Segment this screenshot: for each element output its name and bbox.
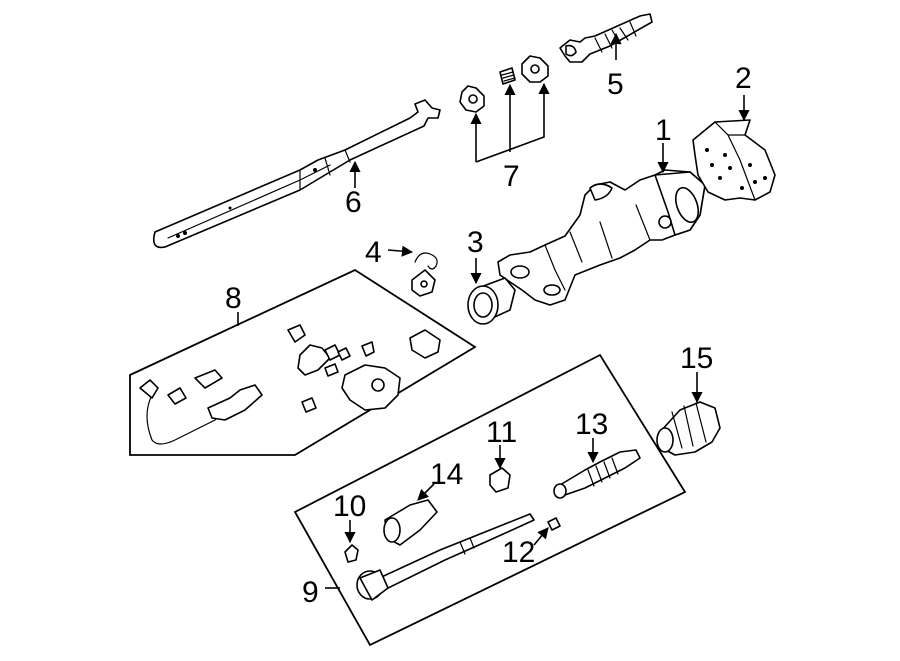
part-6-intermediate-shaft	[152, 99, 441, 249]
callout-labels: 1 2 3 4 5 6 7 8 9 10 11 12 13 14 15	[225, 62, 752, 609]
part-7-bearing-set	[459, 55, 549, 113]
callout-14: 14	[430, 458, 463, 491]
callout-11: 11	[486, 416, 517, 449]
callout-12: 12	[502, 536, 535, 569]
part-3-bushing	[467, 277, 516, 325]
part-1-column-housing	[497, 169, 706, 306]
callout-9: 9	[302, 576, 319, 609]
callout-10: 10	[333, 490, 366, 523]
callout-8: 8	[225, 282, 242, 315]
part-5-upper-shaft	[559, 13, 653, 63]
callout-4: 4	[365, 236, 382, 269]
callout-1: 1	[655, 114, 672, 147]
callout-5: 5	[607, 68, 624, 101]
callout-15: 15	[680, 342, 713, 375]
part-15-dust-boot	[656, 401, 721, 456]
callout-3: 3	[467, 226, 484, 259]
callout-6: 6	[345, 186, 362, 219]
part-2-mounting-bracket	[692, 119, 776, 201]
callout-2: 2	[735, 62, 752, 95]
callout-13: 13	[575, 408, 608, 441]
part-4-clip	[411, 252, 438, 297]
group-8-switch-components	[129, 268, 477, 456]
callout-7: 7	[503, 160, 520, 193]
group-9-shaft-components	[293, 353, 687, 647]
leader-lines	[237, 32, 750, 589]
